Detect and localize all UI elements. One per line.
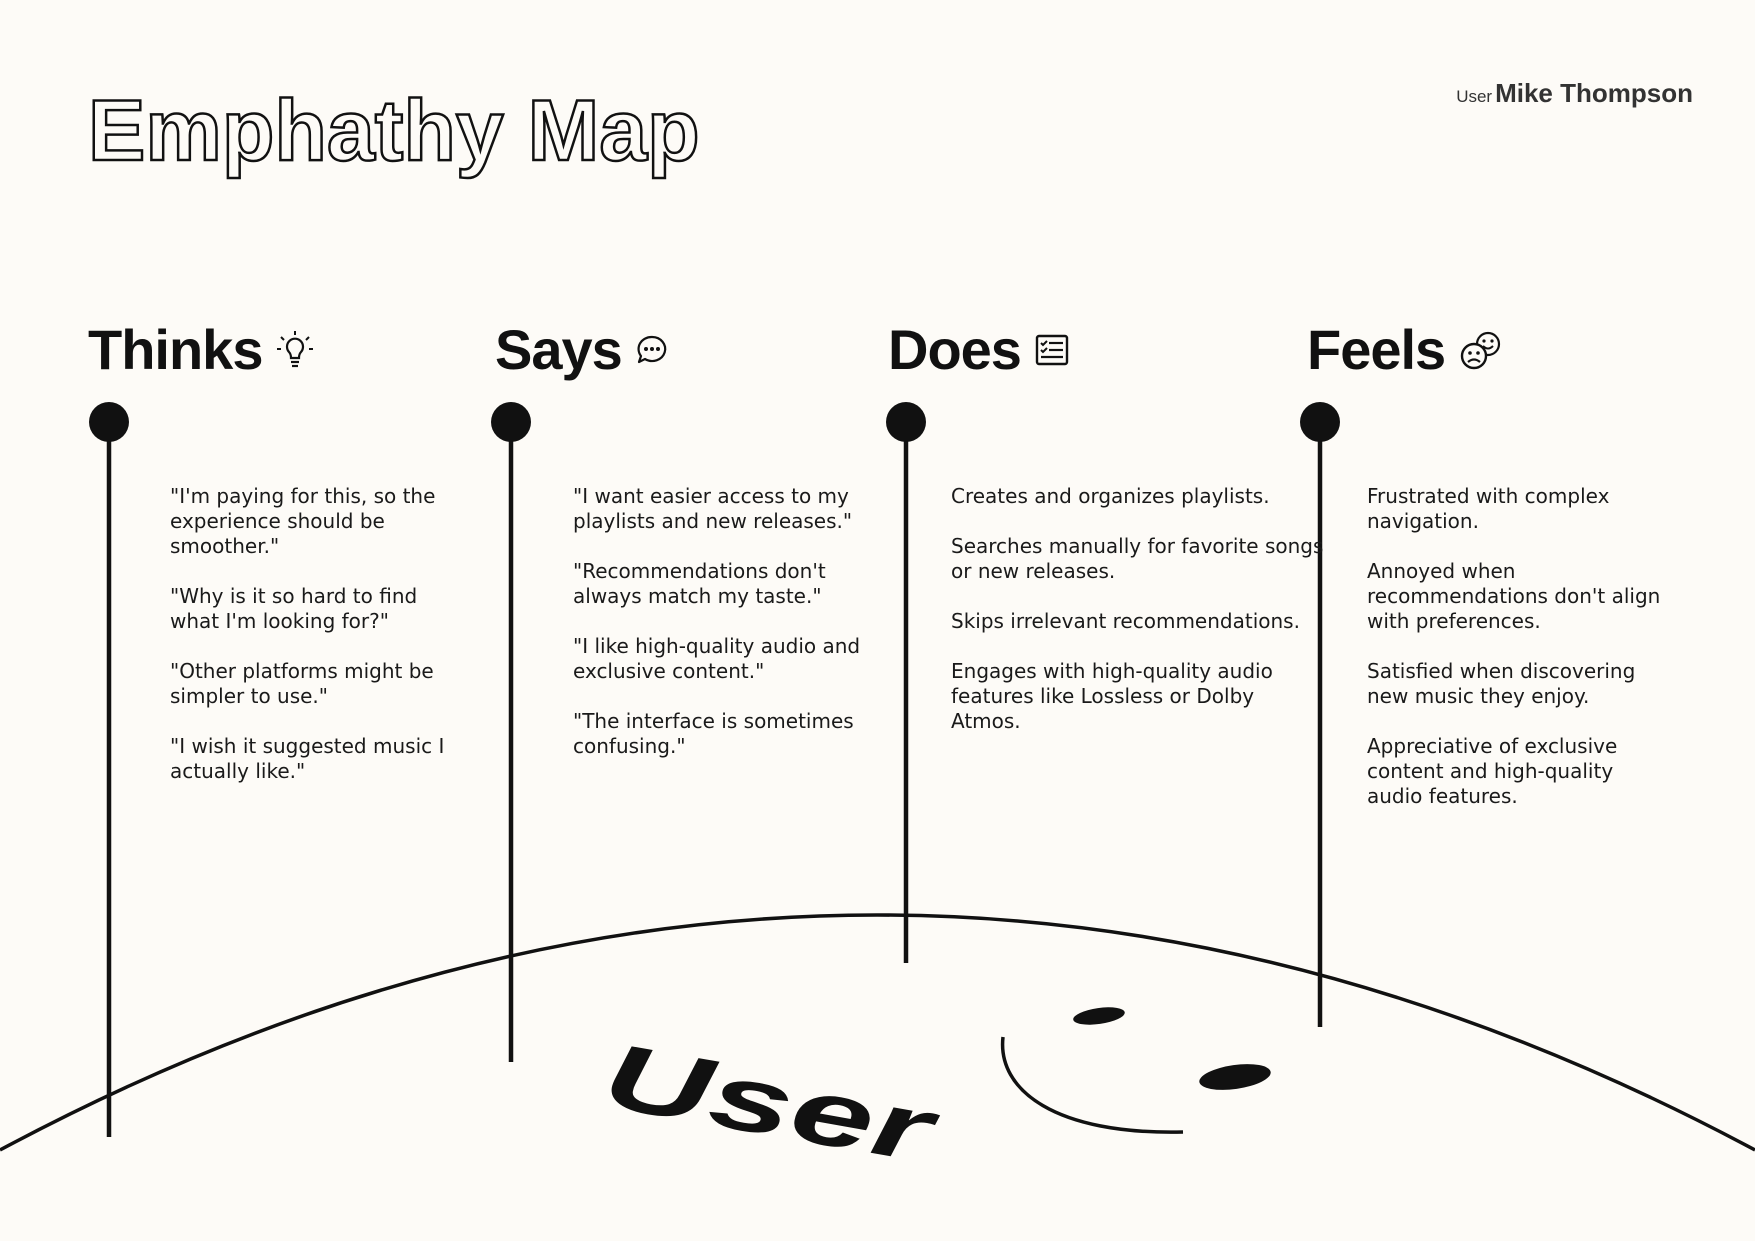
list-item: "Other platforms might be simpler to use… [170, 659, 434, 708]
emotions-icon [1461, 331, 1501, 370]
list-item: Skips irrelevant recommendations. [951, 609, 1300, 633]
heading-label: Feels [1307, 318, 1446, 381]
lightbulb-icon [277, 331, 314, 368]
list-item: Frustrated with complex navigation. [1367, 484, 1610, 533]
list-item: Satisfied when discovering new music the… [1367, 659, 1636, 708]
list-item: "I wish it suggested music I actually li… [170, 734, 445, 783]
list-item: Engages with high-quality audio features… [951, 659, 1273, 733]
heading-label: Thinks [88, 318, 263, 381]
list-item: Appreciative of exclusive content and hi… [1367, 734, 1618, 808]
list-item: "Why is it so hard to find what I'm look… [170, 584, 418, 633]
heading-label: Says [495, 318, 623, 381]
list-item: Searches manually for favorite songs or … [951, 534, 1324, 583]
smiley-face [1000, 1007, 1271, 1134]
list-item: "I'm paying for this, so the experience … [170, 484, 436, 558]
column-does: Creates and organizes playlists. Searche… [951, 484, 1326, 759]
does-dot [886, 402, 926, 442]
list-item: Creates and organizes playlists. [951, 484, 1270, 508]
list-item: Annoyed when recommendations don't align… [1367, 559, 1661, 633]
list-item: "The interface is sometimes confusing." [573, 709, 854, 758]
speech-bubble-icon [637, 335, 667, 364]
column-feels: Frustrated with complex navigation. Anno… [1367, 484, 1667, 834]
column-says: "I want easier access to my playlists an… [573, 484, 873, 784]
column-heading-says: Says [495, 322, 668, 378]
column-heading-thinks: Thinks [88, 322, 314, 378]
column-heading-feels: Feels [1307, 322, 1503, 378]
column-heading-does: Does [888, 322, 1069, 378]
list-item: "Recommendations don't always match my t… [573, 559, 826, 608]
checklist-icon [1035, 334, 1069, 366]
says-dot [491, 402, 531, 442]
column-thinks: "I'm paying for this, so the experience … [170, 484, 470, 809]
user-label: User [1456, 87, 1493, 106]
ground-label: User [597, 1024, 946, 1183]
list-item: "I like high-quality audio and exclusive… [573, 634, 861, 683]
thinks-dot [89, 402, 129, 442]
page-title: Emphathy Map [87, 83, 701, 179]
list-item: "I want easier access to my playlists an… [573, 484, 853, 533]
user-name: Mike Thompson [1495, 78, 1693, 108]
feels-dot [1300, 402, 1340, 442]
ground-arc [0, 913, 1755, 1152]
heading-label: Does [888, 318, 1022, 381]
